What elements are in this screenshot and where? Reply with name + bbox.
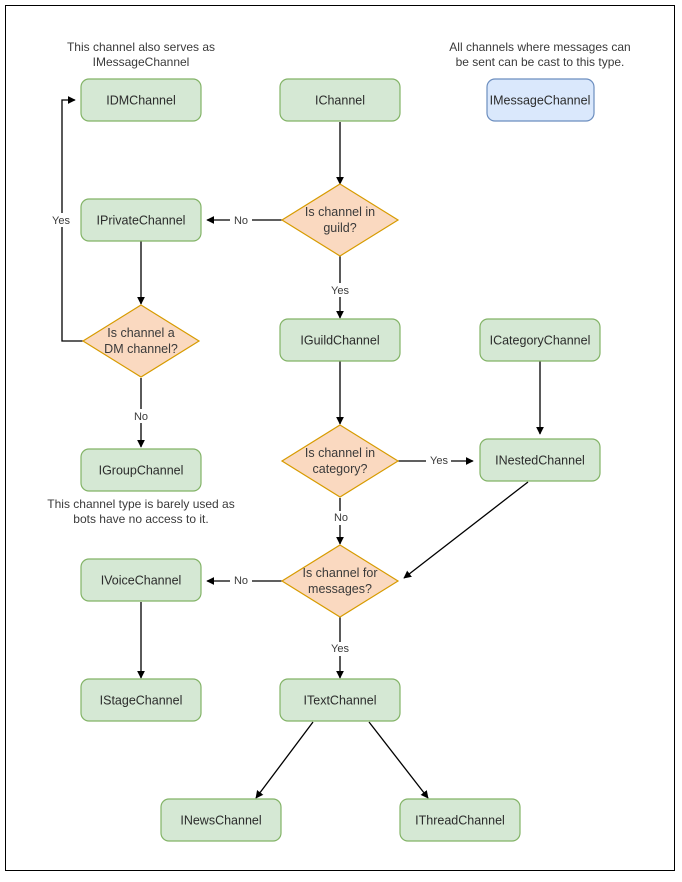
node-idmchannel-shape[interactable] <box>80 78 202 122</box>
node-ivoicechannel-label: IVoiceChannel <box>101 573 182 587</box>
edge-label-guild-yes: Yes <box>331 285 349 297</box>
node-imessagechannel-shape[interactable] <box>486 78 595 122</box>
node-inestedchannel-shape[interactable] <box>479 438 601 482</box>
note-dm-channel: This channel also serves as IMessageChan… <box>67 40 215 69</box>
node-ithreadchannel-shape[interactable] <box>399 798 521 842</box>
node-istagechannel-shape[interactable] <box>80 678 202 722</box>
node-itextchannel[interactable]: ITextChannel <box>279 678 401 722</box>
node-is-channel-in-category-line1: Is channel in <box>305 446 375 460</box>
node-is-channel-in-category-line2: category? <box>313 462 368 476</box>
node-is-channel-in-category-shape[interactable] <box>280 424 400 498</box>
edge-label-bg-dm-no <box>130 409 152 423</box>
node-iprivatechannel-label: IPrivateChannel <box>97 213 186 227</box>
node-imessagechannel[interactable]: IMessageChannel <box>486 78 595 122</box>
node-ichannel-label: IChannel <box>315 93 365 107</box>
note-dm-line2: IMessageChannel <box>93 55 190 69</box>
node-itextchannel-label: ITextChannel <box>304 693 377 707</box>
node-is-channel-a-dm-channel[interactable]: Is channel a DM channel? <box>81 304 201 378</box>
node-ivoicechannel[interactable]: IVoiceChannel <box>80 558 202 602</box>
node-is-channel-in-category[interactable]: Is channel in category? <box>280 424 400 498</box>
note-group-channel: This channel type is barely used as bots… <box>47 497 234 526</box>
node-is-channel-a-dm-channel-line2: DM channel? <box>104 342 178 356</box>
note-message-channel: All channels where messages can be sent … <box>449 40 630 69</box>
node-iguildchannel-label: IGuildChannel <box>300 333 379 347</box>
node-iguildchannel-shape[interactable] <box>279 318 401 362</box>
edge-label-guild-no: No <box>234 215 248 227</box>
node-iguildchannel[interactable]: IGuildChannel <box>279 318 401 362</box>
node-icategorychannel-shape[interactable] <box>479 318 601 362</box>
node-iprivatechannel[interactable]: IPrivateChannel <box>80 198 202 242</box>
edge-label-dm-no: No <box>134 411 148 423</box>
edge-label-bg-messages-no <box>230 574 252 588</box>
node-istagechannel[interactable]: IStageChannel <box>80 678 202 722</box>
edge-label-bg-guild-no <box>230 213 252 227</box>
node-is-channel-in-guild[interactable]: Is channel in guild? <box>280 183 400 257</box>
node-ithreadchannel[interactable]: IThreadChannel <box>399 798 521 842</box>
edge-label-bg-guild-yes <box>328 283 353 297</box>
node-igroupchannel-label: IGroupChannel <box>99 463 184 477</box>
node-idmchannel-label: IDMChannel <box>106 93 175 107</box>
note-message-line1: All channels where messages can <box>449 40 630 54</box>
edge-itextchannel-to-inewschannel <box>255 721 314 799</box>
node-igroupchannel[interactable]: IGroupChannel <box>80 448 202 492</box>
edge-inestedchannel-to-messages-decision <box>403 481 529 579</box>
node-is-channel-a-dm-channel-shape[interactable] <box>81 304 201 378</box>
edge-label-messages-yes: Yes <box>331 643 349 655</box>
node-inewschannel[interactable]: INewsChannel <box>160 798 282 842</box>
node-is-channel-in-guild-line2: guild? <box>323 221 356 235</box>
node-is-channel-for-messages-shape[interactable] <box>280 544 400 618</box>
node-icategorychannel-label: ICategoryChannel <box>490 333 591 347</box>
edge-label-bg-messages-yes <box>328 642 353 656</box>
node-is-channel-for-messages-line1: Is channel for <box>302 566 377 580</box>
note-message-line2: be sent can be cast to this type. <box>456 55 625 69</box>
edge-label-bg-dm-yes <box>48 213 75 227</box>
node-inestedchannel[interactable]: INestedChannel <box>479 438 601 482</box>
node-inestedchannel-label: INestedChannel <box>495 453 585 467</box>
node-inewschannel-shape[interactable] <box>160 798 282 842</box>
edge-label-bg-category-no <box>330 511 352 525</box>
node-ithreadchannel-label: IThreadChannel <box>415 813 505 827</box>
node-is-channel-a-dm-channel-line1: Is channel a <box>107 326 174 340</box>
node-ichannel[interactable]: IChannel <box>279 78 401 122</box>
node-inewschannel-label: INewsChannel <box>180 813 261 827</box>
edge-label-category-no: No <box>334 512 348 524</box>
node-is-channel-for-messages[interactable]: Is channel for messages? <box>280 544 400 618</box>
edge-label-bg-category-yes <box>426 454 451 468</box>
edge-label-category-yes: Yes <box>430 455 448 467</box>
node-itextchannel-shape[interactable] <box>279 678 401 722</box>
node-ichannel-shape[interactable] <box>279 78 401 122</box>
edge-label-messages-no: No <box>234 575 248 587</box>
node-is-channel-in-guild-line1: Is channel in <box>305 205 375 219</box>
note-group-line2: bots have no access to it. <box>73 512 208 526</box>
node-imessagechannel-label: IMessageChannel <box>490 93 591 107</box>
node-is-channel-in-guild-shape[interactable] <box>280 183 400 257</box>
node-iprivatechannel-shape[interactable] <box>80 198 202 242</box>
node-icategorychannel[interactable]: ICategoryChannel <box>479 318 601 362</box>
edge-itextchannel-to-ithreadchannel <box>368 721 429 799</box>
node-igroupchannel-shape[interactable] <box>80 448 202 492</box>
note-dm-line1: This channel also serves as <box>67 40 215 54</box>
edge-label-dm-yes: Yes <box>52 215 70 227</box>
note-group-line1: This channel type is barely used as <box>47 497 234 511</box>
node-idmchannel[interactable]: IDMChannel <box>80 78 202 122</box>
node-ivoicechannel-shape[interactable] <box>80 558 202 602</box>
node-istagechannel-label: IStageChannel <box>100 693 183 707</box>
node-is-channel-for-messages-line2: messages? <box>308 582 372 596</box>
